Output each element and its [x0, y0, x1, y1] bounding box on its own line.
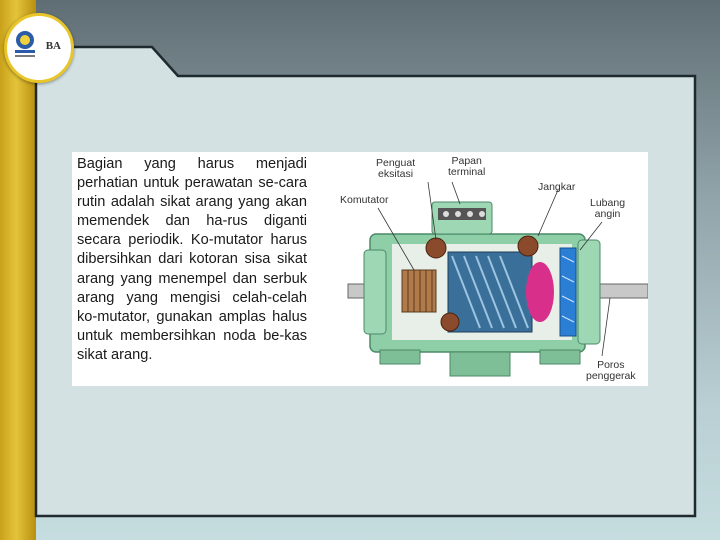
logo-initials: BA — [45, 40, 61, 52]
emblem-icon — [15, 31, 35, 57]
label-lubang-line1: Lubang — [590, 197, 626, 209]
label-penguat-line2: eksitasi — [378, 168, 414, 180]
leader-lines — [377, 181, 611, 357]
cooling-fan — [559, 247, 577, 337]
left-gold-bar — [0, 0, 36, 540]
terminal-block — [438, 208, 486, 220]
field-coil — [425, 237, 447, 259]
motor-illustration — [347, 181, 649, 377]
motor-base — [449, 351, 511, 377]
label-poros-line1: Poros — [597, 359, 625, 371]
label-papan-line2: terminal — [448, 166, 486, 178]
armature-winding — [526, 262, 554, 322]
field-coil — [440, 312, 460, 332]
label-papan-line1: Papan — [451, 155, 482, 167]
label-jangkar: Jangkar — [538, 182, 575, 193]
label-komutator-text: Komutator — [340, 194, 389, 206]
label-jangkar-text: Jangkar — [538, 181, 576, 193]
content-card: Bagian yang harus menjadi perhatian untu… — [72, 152, 649, 386]
label-lubang-angin: Lubang angin — [590, 198, 625, 220]
commutator — [401, 269, 437, 313]
dc-motor-cutaway-figure: Penguat eksitasi Papan terminal Jangkar … — [340, 152, 649, 386]
label-poros-penggerak: Poros penggerak — [586, 360, 636, 382]
label-penguat-eksitasi: Penguat eksitasi — [376, 158, 415, 180]
motor-foot — [379, 349, 421, 365]
field-coil — [517, 235, 539, 257]
right-end-bell — [577, 239, 601, 345]
label-penguat-line1: Penguat — [376, 157, 416, 169]
label-lubang-line2: angin — [594, 208, 621, 220]
institution-logo: BA — [4, 13, 74, 83]
motor-foot — [539, 349, 581, 365]
left-end-bell — [363, 249, 387, 335]
label-komutator: Komutator — [340, 195, 388, 206]
label-papan-terminal: Papan terminal — [448, 156, 485, 178]
body-paragraph: Bagian yang harus menjadi perhatian untu… — [77, 156, 307, 363]
label-poros-line2: penggerak — [586, 370, 636, 382]
